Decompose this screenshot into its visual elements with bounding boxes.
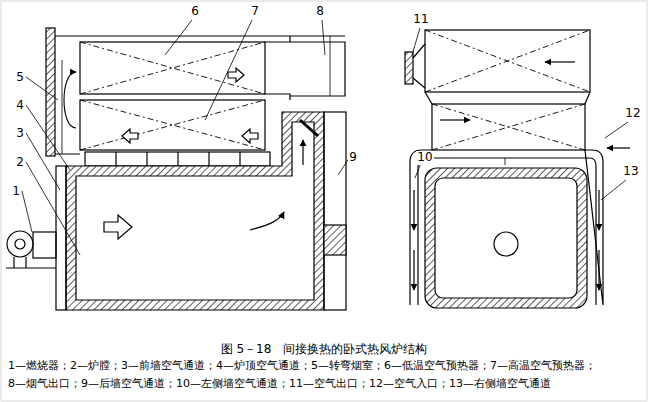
drawing-part	[228, 68, 244, 82]
drawing-part	[598, 250, 599, 290]
figure-caption: 图 5－18 间接换热的卧式热风炉结构	[221, 343, 428, 356]
drawing-part	[425, 168, 587, 308]
parts-list-note: 8—烟气出口；9—后墙空气通道；10—左侧墙空气通道；11—空气出口；12—空气…	[8, 378, 551, 390]
callout-number: 3	[15, 127, 25, 140]
drawing-part	[425, 92, 590, 104]
callout-number: 9	[348, 151, 358, 164]
drawing-part	[64, 72, 76, 128]
drawing-part	[432, 104, 585, 150]
callout-number: 1	[11, 185, 21, 198]
drawing-part	[435, 178, 577, 298]
drawing-part	[598, 190, 599, 230]
callout-number: 8	[315, 5, 325, 18]
callout-number: 13	[622, 165, 639, 178]
drawing-part	[322, 20, 325, 55]
drawing-part	[494, 232, 518, 256]
drawing-part	[330, 36, 331, 96]
drawing-part	[405, 52, 413, 84]
drawing-part	[324, 225, 346, 255]
drawing-part	[33, 232, 56, 258]
drawing-part	[80, 42, 265, 94]
drawing-part	[413, 250, 414, 290]
callout-number: 2	[15, 156, 25, 169]
drawing-part	[300, 120, 318, 136]
drawing-part	[418, 158, 596, 305]
drawing-part	[265, 36, 345, 100]
drawing-part	[104, 215, 132, 239]
drawing-part	[26, 133, 60, 190]
drawing-part	[165, 20, 192, 55]
drawing-part	[26, 162, 80, 255]
drawing-part	[412, 28, 420, 55]
drawing-part	[425, 30, 590, 92]
drawing-part	[55, 36, 345, 154]
drawing-part	[6, 257, 56, 268]
drawing-part	[250, 212, 284, 230]
callout-number: 7	[250, 5, 260, 18]
drawing-part	[22, 20, 628, 255]
drawing-part	[205, 20, 252, 120]
drawing-part	[601, 180, 626, 200]
drawing-part	[66, 112, 324, 310]
callout-number: 10	[416, 151, 433, 164]
drawing-part	[26, 77, 58, 100]
drawing-part	[505, 158, 506, 165]
callout-number: 6	[190, 5, 200, 18]
drawing-part	[15, 239, 25, 249]
drawing-part	[425, 30, 590, 92]
drawing-part	[302, 140, 303, 165]
drawing-part	[116, 152, 240, 166]
drawing-part	[413, 44, 425, 88]
callout-number: 12	[624, 107, 641, 120]
drawing-part	[605, 122, 628, 138]
drawing-part	[440, 119, 470, 120]
drawing-part	[607, 147, 630, 148]
drawing-part	[80, 100, 265, 150]
drawing-part	[7, 231, 33, 257]
drawing-part	[80, 100, 265, 150]
drawing-part	[80, 42, 265, 94]
drawing-part	[324, 112, 346, 310]
drawing-part	[56, 166, 66, 310]
callout-number: 5	[15, 71, 25, 84]
drawing-part	[545, 61, 575, 62]
drawing-part	[432, 104, 585, 150]
drawing-part	[122, 129, 138, 143]
drawing-part	[26, 105, 70, 170]
callout-number: 4	[15, 99, 25, 112]
drawing-part	[22, 191, 32, 232]
drawing-part	[85, 152, 270, 166]
drawing-part	[242, 129, 258, 143]
drawing-part	[413, 190, 414, 230]
parts-list-note: 1—燃烧器；2—炉膛；3—前墙空气通道；4—炉顶空气通道；5—转弯烟室；6—低温…	[8, 360, 596, 372]
drawing-part	[62, 60, 63, 154]
callout-number: 11	[412, 13, 429, 26]
